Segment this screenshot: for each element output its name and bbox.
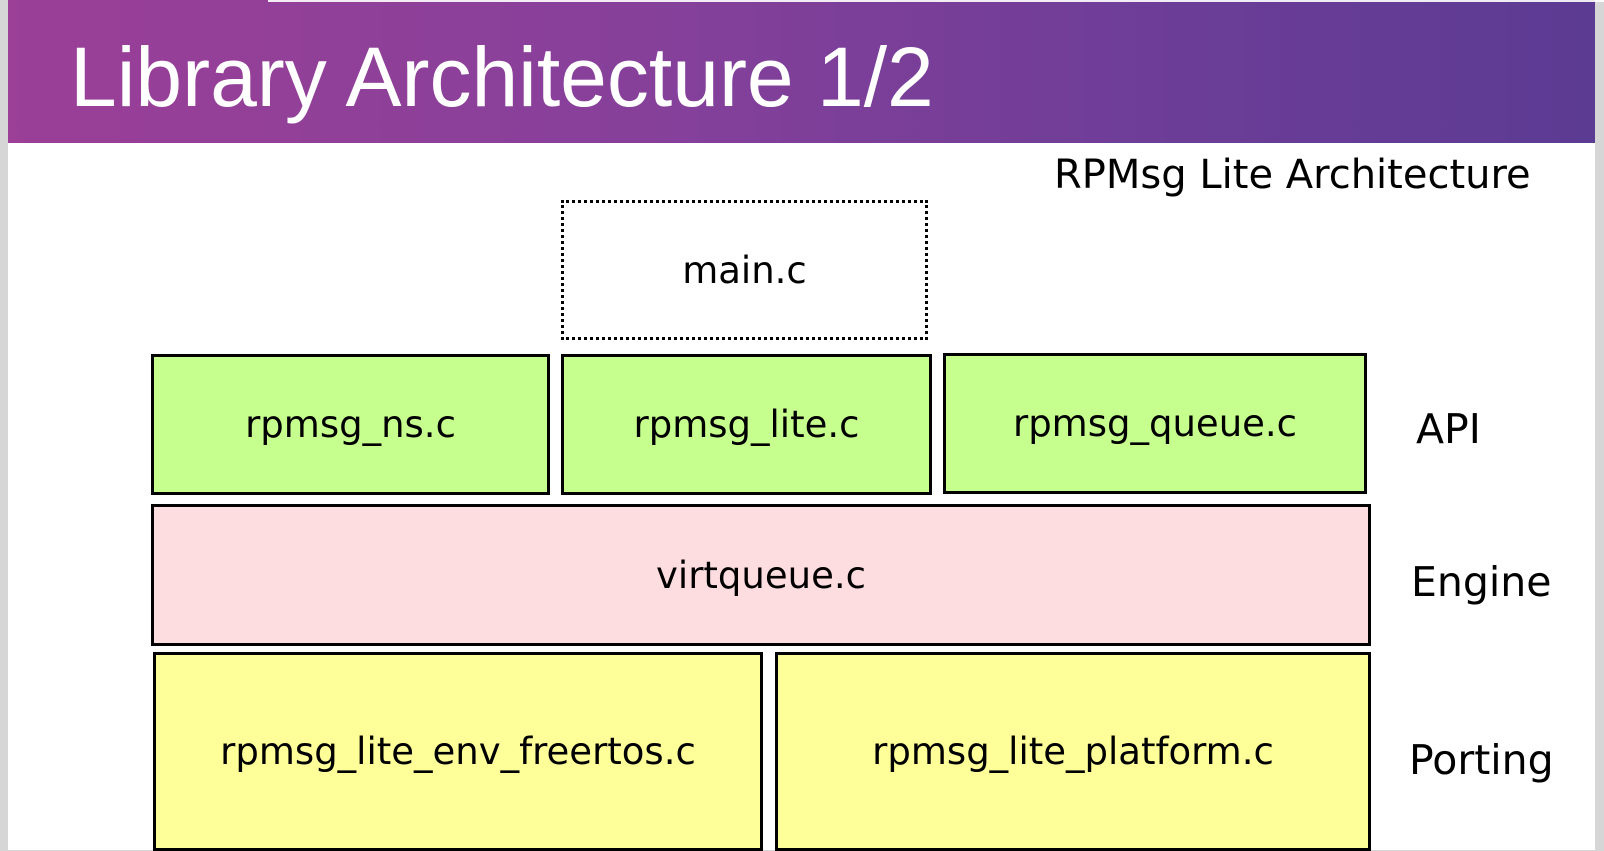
api-layer-label: API	[1416, 405, 1481, 453]
diagram-title: RPMsg Lite Architecture	[1054, 152, 1531, 198]
porting-layer-label: Porting	[1409, 736, 1554, 784]
rpmsg-queue-box: rpmsg_queue.c	[943, 353, 1367, 494]
title-bar: Library Architecture 1/2	[8, 0, 1595, 143]
title-bar-top-rule	[268, 0, 1604, 2]
engine-layer-label: Engine	[1411, 558, 1552, 606]
rpmsg-lite-platform-box: rpmsg_lite_platform.c	[775, 652, 1371, 851]
main-c-box: main.c	[561, 200, 928, 340]
rpmsg-lite-env-freertos-box: rpmsg_lite_env_freertos.c	[153, 652, 763, 851]
rpmsg-ns-box: rpmsg_ns.c	[151, 354, 550, 495]
slide-title: Library Architecture 1/2	[70, 30, 934, 124]
virtqueue-box: virtqueue.c	[151, 504, 1371, 646]
rpmsg-lite-box: rpmsg_lite.c	[561, 354, 932, 495]
slide-right-edge	[1595, 143, 1604, 850]
